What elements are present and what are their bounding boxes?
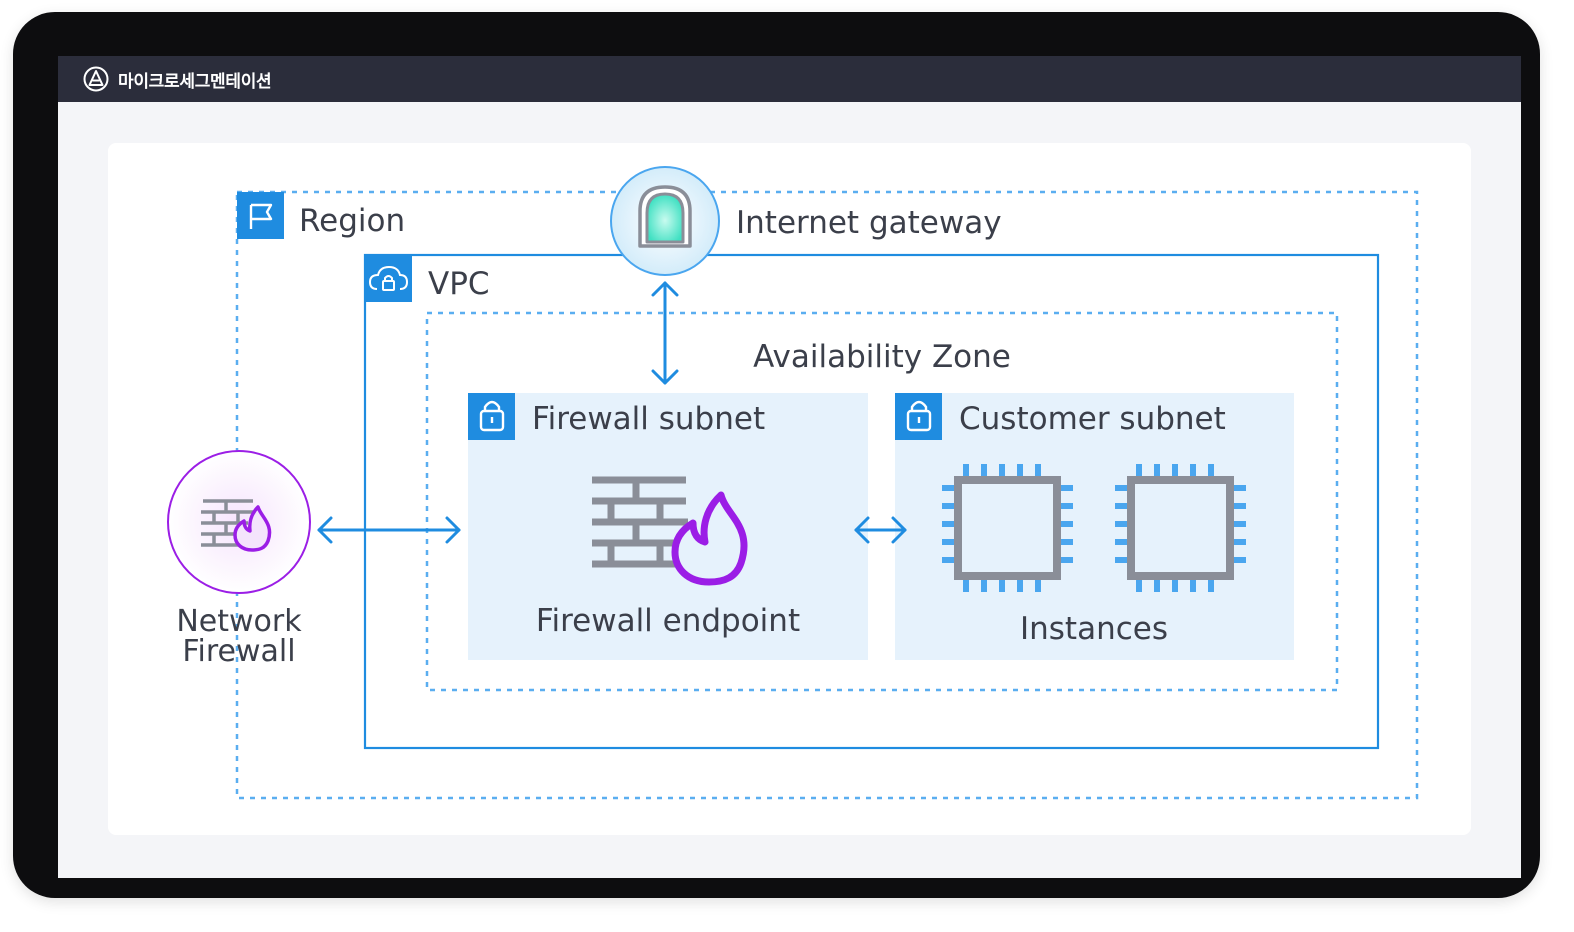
network-firewall-icon [201, 499, 272, 552]
network-firewall-to-subnet-arrow [317, 516, 461, 544]
vpc-boundary: VPC [363, 253, 1380, 750]
customer-subnet-label: Customer subnet [959, 401, 1226, 437]
customer-subnet-badge [895, 393, 942, 440]
region-label: Region [299, 203, 405, 239]
vpc-badge [365, 255, 412, 302]
region-badge [237, 192, 284, 239]
tunnel-icon [638, 185, 692, 248]
instance-chip-icon [1115, 464, 1246, 592]
lock-icon [479, 400, 505, 432]
network-firewall-label-line2: Firewall [182, 634, 295, 669]
architecture-diagram: Region VPC Availability Zone [167, 166, 1419, 800]
internet-gateway-node: Internet gateway [610, 166, 1002, 276]
endpoint-to-instances-arrow [854, 516, 907, 544]
instances-label: Instances [1020, 611, 1168, 647]
firewall-subnet-badge [468, 393, 515, 440]
availability-zone-boundary: Availability Zone [425, 311, 1339, 692]
gateway-to-firewall-arrow [651, 281, 679, 385]
title-bar: 마이크로세그멘테이션 [58, 56, 1521, 102]
cloud-lock-icon [368, 265, 409, 291]
app-screen: 마이크로세그멘테이션 [58, 56, 1521, 878]
firewall-subnet-label: Firewall subnet [532, 401, 765, 437]
customer-subnet: Customer subnet [895, 393, 1294, 660]
availability-zone-label: Availability Zone [753, 339, 1011, 375]
diagram-canvas: Region VPC Availability Zone [108, 143, 1471, 835]
device-frame: 마이크로세그멘테이션 [13, 12, 1540, 898]
firewall-endpoint-icon [592, 476, 748, 586]
flag-icon [249, 203, 273, 229]
network-firewall-node: Network Firewall [167, 450, 311, 669]
vpc-label: VPC [428, 266, 490, 302]
firewall-endpoint-label: Firewall endpoint [536, 603, 800, 639]
app-logo-icon [83, 66, 109, 92]
lock-icon [906, 400, 932, 432]
internet-gateway-label: Internet gateway [736, 205, 1002, 241]
app-title: 마이크로세그멘테이션 [118, 72, 272, 92]
instance-chip-icon [942, 464, 1073, 592]
network-firewall-label-line1: Network [176, 604, 302, 639]
firewall-subnet: Firewall subnet [468, 393, 868, 660]
